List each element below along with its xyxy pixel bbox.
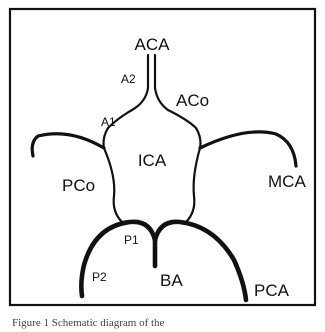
a2-label: A2	[121, 72, 136, 86]
right-a2-vessel	[155, 55, 168, 110]
figure-caption: Figure 1 Schematic diagram of the	[12, 317, 165, 329]
right-pco-vessel	[186, 148, 200, 222]
pca-label: PCA	[254, 281, 290, 300]
pco-label: PCo	[62, 176, 95, 195]
right-a1-vessel	[168, 110, 201, 148]
a1-label: A1	[101, 115, 116, 129]
p1-label: P1	[124, 233, 139, 247]
mca-label: MCA	[268, 172, 306, 191]
left-pco-vessel	[104, 148, 122, 222]
aca-label: ACA	[135, 35, 171, 54]
ba-label: BA	[160, 271, 183, 290]
left-pca-vessel	[81, 222, 155, 296]
right-mca-vessel	[200, 132, 296, 166]
p2-label: P2	[92, 270, 107, 284]
ica-label: ICA	[138, 151, 167, 170]
aco-label: ACo	[176, 91, 209, 110]
left-mca-vessel	[32, 134, 104, 156]
